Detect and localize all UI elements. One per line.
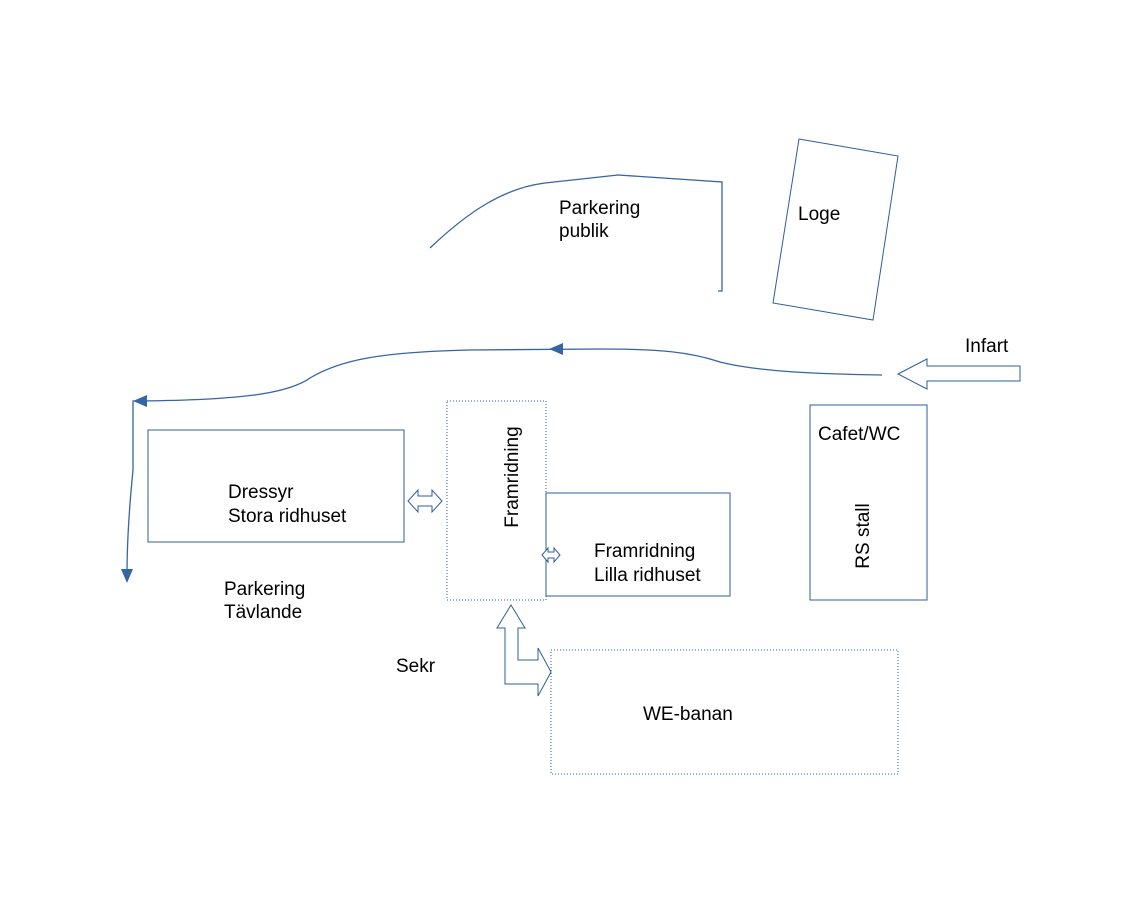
rs-stable-label: RS stall bbox=[853, 503, 874, 568]
cafe-label: Cafet/WC bbox=[818, 424, 900, 445]
warmup-area bbox=[446, 400, 547, 601]
route-direction-arrowhead-mid bbox=[549, 343, 563, 355]
parking-competitors-label: Parkering Tävlande bbox=[224, 579, 311, 623]
dressage-arena-label: Dressyr Stora ridhuset bbox=[228, 482, 347, 527]
entrance-label: Infart bbox=[965, 336, 1009, 357]
connector-double-arrow-dressyr bbox=[407, 488, 443, 514]
small-arena bbox=[545, 492, 731, 597]
cafe-stable-building bbox=[809, 404, 928, 601]
connector-l-arrow bbox=[496, 604, 552, 697]
dressage-arena bbox=[147, 429, 405, 543]
we-track bbox=[550, 649, 899, 775]
small-arena-label: Framridning Lilla ridhuset bbox=[594, 541, 701, 586]
driving-route bbox=[126, 348, 883, 576]
route-direction-arrowhead-left bbox=[133, 395, 147, 407]
connector-double-arrow-small bbox=[541, 546, 561, 564]
loge-label: Loge bbox=[798, 204, 840, 225]
secretariat-label: Sekr bbox=[396, 656, 436, 677]
parking-public-label: Parkering publik bbox=[559, 198, 646, 242]
entrance-arrow bbox=[896, 358, 1021, 390]
warmup-area-label: Framridning bbox=[502, 426, 523, 527]
loge-building bbox=[772, 138, 899, 321]
parking-public-boundary bbox=[429, 174, 723, 292]
we-track-label: WE-banan bbox=[643, 704, 733, 725]
route-direction-arrowhead-down bbox=[121, 569, 133, 583]
